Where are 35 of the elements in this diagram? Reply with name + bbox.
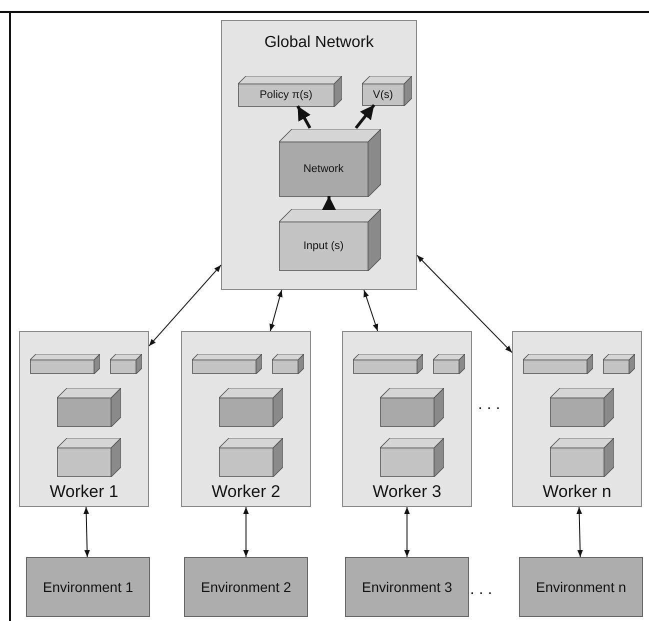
block-label: Input (s) — [303, 241, 344, 252]
block-label: V(s) — [372, 90, 394, 100]
worker-label: Worker 2 — [210, 483, 282, 500]
arrow — [322, 196, 336, 210]
environment-box — [345, 557, 469, 617]
arrow — [404, 506, 410, 558]
worker-panel — [181, 331, 311, 507]
environment-box — [519, 557, 643, 617]
environment-box — [184, 557, 308, 617]
arrow — [270, 290, 282, 332]
block-label: Network — [303, 164, 344, 175]
arrow — [296, 105, 312, 129]
block-label: Policy π(s) — [260, 90, 312, 101]
environment-label: Environment 1 — [42, 578, 134, 596]
environment-label: Environment n — [536, 578, 626, 596]
worker-panel — [512, 331, 642, 507]
arrow — [364, 290, 378, 332]
worker-label: Worker 1 — [48, 483, 120, 500]
environment-label: Environment 3 — [362, 578, 452, 596]
network-panel — [221, 20, 417, 290]
arrow — [354, 104, 376, 129]
arrow — [243, 506, 249, 558]
arrow — [148, 264, 222, 346]
arrow — [576, 506, 583, 558]
environment-label: Environment 2 — [200, 578, 292, 596]
arrow — [416, 254, 512, 353]
worker-panel — [19, 331, 149, 507]
environment-box — [26, 557, 150, 617]
worker-label: Worker n — [542, 483, 612, 500]
ellipsis-label: . . . — [470, 580, 492, 600]
worker-panel — [342, 331, 472, 507]
arrow — [83, 506, 90, 558]
panel-title: Global Network — [263, 35, 375, 51]
ellipsis-label: . . . — [478, 395, 500, 415]
worker-label: Worker 3 — [372, 483, 442, 500]
